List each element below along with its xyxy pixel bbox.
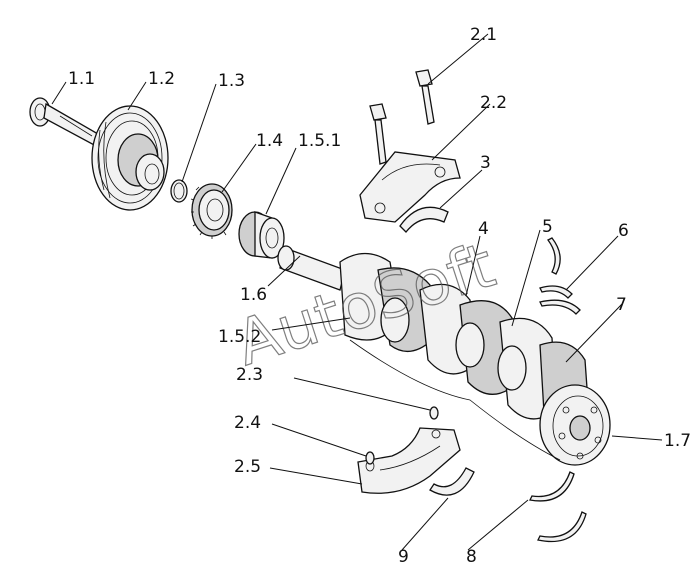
timing-sprocket bbox=[190, 183, 233, 239]
callout-1-1: 1.1 bbox=[68, 69, 95, 89]
leader-lines bbox=[51, 33, 663, 551]
callout-4: 4 bbox=[478, 219, 489, 239]
callout-2-5: 2.5 bbox=[234, 457, 261, 477]
cap-dowel bbox=[365, 451, 375, 465]
pulley-bolt bbox=[29, 97, 99, 148]
thrust-washer-8a bbox=[529, 471, 575, 502]
seal-ring bbox=[170, 179, 188, 203]
callout-1-5-1: 1.5.1 bbox=[298, 131, 341, 151]
callout-1-7: 1.7 bbox=[664, 431, 691, 451]
callout-1-2: 1.2 bbox=[148, 69, 175, 89]
callout-2-3: 2.3 bbox=[236, 365, 263, 385]
callout-2-2: 2.2 bbox=[480, 93, 507, 113]
callout-8: 8 bbox=[466, 547, 477, 567]
callout-2-4: 2.4 bbox=[234, 413, 261, 433]
callout-1-6: 1.6 bbox=[240, 285, 267, 305]
callout-6: 6 bbox=[618, 221, 629, 241]
callout-1-5-2: 1.5.2 bbox=[218, 327, 261, 347]
crankshaft-pulley bbox=[91, 105, 169, 211]
thrust-washer-7 bbox=[539, 299, 581, 315]
cap-bolt-2 bbox=[369, 103, 387, 165]
dowel-pin bbox=[429, 406, 439, 420]
lower-bearing-cap bbox=[357, 427, 461, 494]
callout-2-1: 2.1 bbox=[470, 25, 497, 45]
callout-1-4: 1.4 bbox=[256, 131, 283, 151]
lower-bearing-shell bbox=[429, 467, 475, 496]
callout-9: 9 bbox=[398, 547, 409, 567]
callout-3: 3 bbox=[480, 153, 491, 173]
callout-1-3: 1.3 bbox=[218, 71, 245, 91]
thrust-washer-6 bbox=[539, 285, 573, 299]
callout-7: 7 bbox=[616, 295, 627, 315]
thrust-washer-8b bbox=[537, 511, 587, 543]
thrust-washer-5 bbox=[547, 237, 561, 275]
callout-labels: 1.1 1.2 1.3 1.4 1.5.1 1.6 1.5.2 1.7 2.1 … bbox=[68, 25, 691, 567]
crankshaft bbox=[277, 245, 611, 466]
cap-bolt-1 bbox=[415, 69, 435, 125]
callout-5: 5 bbox=[542, 217, 553, 237]
upper-bearing-cap bbox=[359, 151, 461, 223]
upper-bearing-shell bbox=[399, 206, 449, 233]
crankshaft-gear bbox=[238, 211, 285, 259]
